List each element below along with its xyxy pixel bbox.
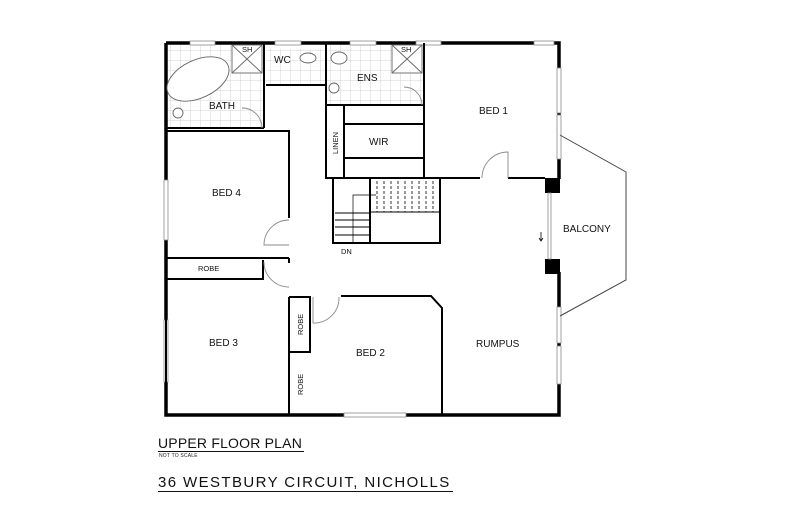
sliding-door-arrow-icon <box>538 232 544 242</box>
fixtures <box>166 44 423 119</box>
label-bed2: BED 2 <box>356 348 385 359</box>
stair-treads <box>376 181 434 212</box>
label-bath-shower: SH <box>242 45 252 54</box>
label-wir: WIR <box>369 137 388 148</box>
interior-walls <box>165 43 545 415</box>
label-bed3-robe-upper: ROBE <box>296 314 305 335</box>
label-linen: LINEN <box>331 132 340 154</box>
label-stairs-down: DN <box>341 247 352 256</box>
doors <box>241 86 509 324</box>
label-ensuite-shower: SH <box>401 45 411 54</box>
stair-landing <box>335 194 440 243</box>
label-bed4-robe: ROBE <box>198 264 219 273</box>
label-wc: WC <box>274 55 291 66</box>
label-bed3-robe-lower: ROBE <box>296 374 305 395</box>
label-ensuite: ENS <box>357 73 378 84</box>
room-labels: BATH SH WC ENS SH BED 1 WIR LINEN BED 4 … <box>198 45 611 395</box>
plan-title: UPPER FLOOR PLAN <box>158 435 305 452</box>
label-bed4: BED 4 <box>212 188 241 199</box>
property-address: 36 WESTBURY CIRCUIT, NICHOLLS <box>158 474 453 492</box>
balcony-outline <box>559 134 627 317</box>
label-bed1: BED 1 <box>479 106 508 117</box>
plan-scale-note: NOT TO SCALE <box>159 453 198 459</box>
label-balcony: BALCONY <box>563 224 611 235</box>
label-bed3: BED 3 <box>209 338 238 349</box>
label-bath: BATH <box>209 101 235 112</box>
balcony-wall-blocks <box>545 178 560 274</box>
label-rumpus: RUMPUS <box>476 339 520 350</box>
